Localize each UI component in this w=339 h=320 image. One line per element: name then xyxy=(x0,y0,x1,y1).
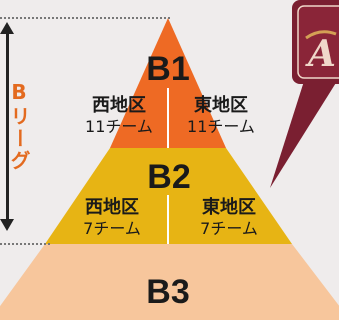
b2-east-count: 7チーム xyxy=(200,219,258,238)
b2-east-name: 東地区 xyxy=(202,197,256,218)
logo-swoosh xyxy=(305,30,337,40)
logo-speech-pointer xyxy=(270,78,339,188)
b3-tier-shape xyxy=(0,244,339,320)
b2-west-name: 西地区 xyxy=(85,197,139,218)
b2-west-conference: 西地区 7チーム xyxy=(67,197,157,239)
top-guide-line xyxy=(0,17,170,19)
logo-letter: A xyxy=(305,33,336,75)
b1-east-count: 11チーム xyxy=(187,117,255,136)
b2-title: B2 xyxy=(147,158,191,196)
b1-west-count: 11チーム xyxy=(85,117,153,136)
b1-west-conference: 西地区 11チーム xyxy=(74,95,164,137)
b1-west-name: 西地区 xyxy=(92,95,146,116)
b3-title: B3 xyxy=(146,273,190,311)
b2-divider xyxy=(167,195,169,244)
b-league-label: Bリーグ xyxy=(7,80,31,172)
b1-divider xyxy=(167,88,169,148)
arrow-shaft xyxy=(6,33,9,219)
b2-west-count: 7チーム xyxy=(83,219,141,238)
b1-east-name: 東地区 xyxy=(194,95,248,116)
arrow-down-icon xyxy=(0,219,14,231)
b1-tier-shape xyxy=(110,18,226,148)
b1-east-conference: 東地区 11チーム xyxy=(176,95,266,137)
arrow-up-icon xyxy=(0,22,14,34)
team-logo: A xyxy=(270,0,339,188)
bottom-guide-line xyxy=(0,243,50,245)
b2-east-conference: 東地区 7チーム xyxy=(184,197,274,239)
b1-title: B1 xyxy=(146,50,190,88)
